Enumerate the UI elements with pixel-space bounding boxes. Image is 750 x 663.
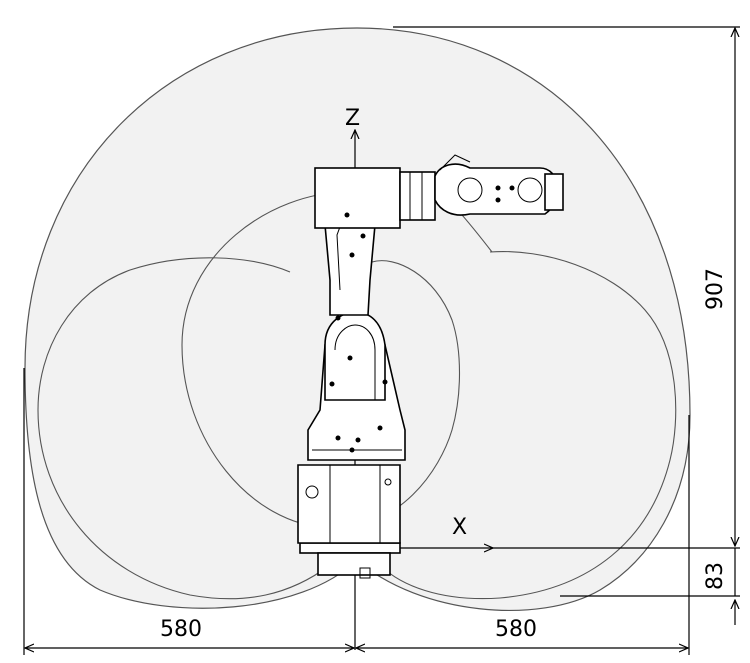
base-dimension-label: 83	[703, 562, 728, 590]
left-reach-label: 580	[160, 617, 202, 642]
x-axis-label: X	[452, 515, 467, 540]
right-reach-label: 580	[495, 617, 537, 642]
height-dimension-label: 907	[703, 268, 728, 310]
z-axis-label: Z	[345, 106, 360, 131]
right-lobe	[379, 250, 677, 600]
robot-arm	[297, 154, 564, 579]
left-lobe	[37, 257, 331, 600]
